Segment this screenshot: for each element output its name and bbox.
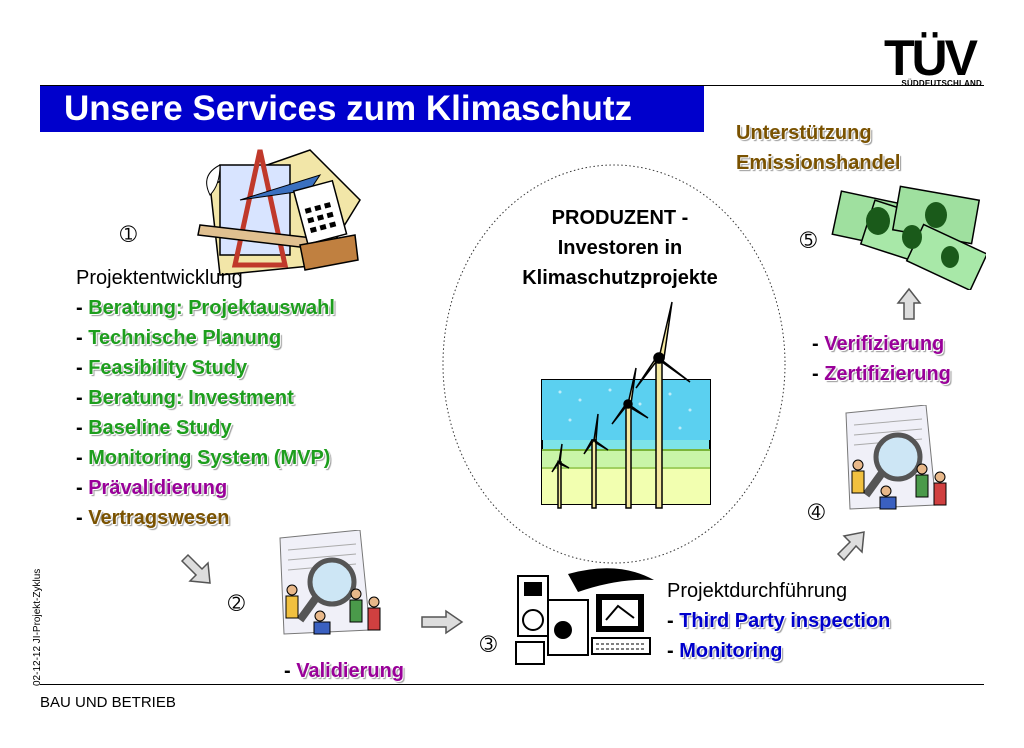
step1-item-4: - Beratung: Investment	[76, 387, 294, 409]
arrow-step3-to-step4	[836, 531, 865, 562]
arrow-step4-to-step5	[896, 287, 922, 320]
step1-item-8: - Vertragswesen	[76, 507, 230, 529]
step1-item-6: - Monitoring System (MVP)	[76, 447, 331, 469]
title-bar	[40, 86, 704, 132]
producer-label: PRODUZENT - Investoren in Klimaschutzpro…	[522, 207, 718, 289]
step-number-2: ➁	[228, 593, 245, 615]
tuv-logo: TÜV SÜDDEUTSCHLAND	[884, 30, 982, 88]
step1-item-5: - Baseline Study	[76, 417, 232, 439]
step4-item-1: - Verifizierung	[812, 333, 945, 355]
step-number-3: ➂	[480, 634, 497, 656]
page-title: Unsere Services zum Klimaschutz	[64, 89, 633, 128]
equipment-clipart	[515, 568, 654, 665]
step3-item-2: - Monitoring	[667, 640, 783, 662]
side-label: 02-12-12 JI-Projekt-Zyklus	[32, 568, 43, 686]
step1-heading: Projektentwicklung	[76, 267, 243, 289]
producer-circle	[442, 164, 786, 564]
step1-item-2: - Technische Planung	[76, 327, 282, 349]
inspection-clipart-left	[279, 530, 381, 635]
arrow-step1-to-step2	[180, 553, 211, 584]
step-number-1: ➀	[120, 224, 137, 246]
footer-label: BAU UND BETRIEB	[40, 694, 176, 711]
step3-heading: Projektdurchführung	[667, 580, 848, 602]
step-number-4: ➃	[808, 502, 825, 524]
bottom-rule	[40, 684, 984, 685]
step2-validation: - Validierung	[284, 660, 405, 682]
step5-line-2: Emissionshandel	[736, 152, 901, 174]
step1-item-7: - Prävalidierung	[76, 477, 228, 499]
step3-item-1: - Third Party inspection	[667, 610, 891, 632]
top-rule	[40, 85, 984, 86]
step5-line-1: Unterstützung	[736, 122, 872, 144]
step1-item-3: - Feasibility Study	[76, 357, 248, 379]
arrow-step2-to-step3	[421, 609, 464, 635]
inspection-clipart-right	[836, 405, 960, 517]
money-clipart	[831, 185, 986, 290]
step4-item-2: - Zertifizierung	[812, 363, 951, 385]
step1-item-1: - Beratung: Projektauswahl	[76, 297, 335, 319]
step-number-5: ➄	[800, 230, 817, 252]
planning-clipart	[197, 149, 361, 276]
wind-turbine-illustration	[541, 301, 711, 509]
